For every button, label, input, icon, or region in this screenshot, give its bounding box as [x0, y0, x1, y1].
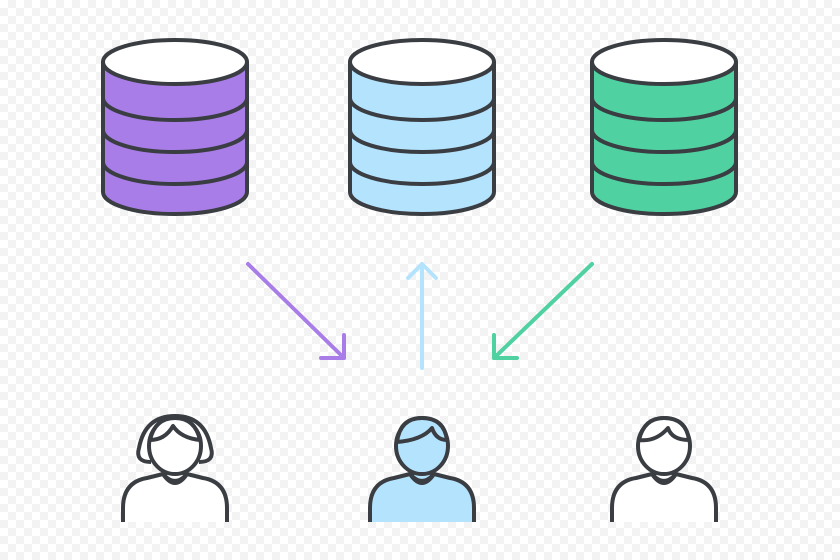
- user-right-avatar-icon: [610, 416, 718, 522]
- database-center-body: [348, 60, 496, 216]
- databases-group: [101, 38, 738, 216]
- arrow-left-down-shaft: [246, 262, 346, 360]
- database-left-body: [101, 60, 249, 216]
- database-center-icon: [348, 38, 496, 216]
- arrow-right-down-head: [492, 333, 519, 360]
- database-right-icon: [590, 38, 738, 216]
- database-left-band: [101, 96, 249, 122]
- user-right-hair: [637, 416, 691, 443]
- database-right-band: [590, 96, 738, 122]
- database-center-band: [348, 128, 496, 154]
- user-center-hair: [395, 416, 449, 444]
- database-left-band: [101, 160, 249, 186]
- database-center-band: [348, 96, 496, 122]
- arrows-group: [246, 262, 594, 370]
- database-center-top: [348, 38, 496, 86]
- arrow-left-down-head: [319, 333, 346, 360]
- user-left-avatar-icon: [121, 414, 229, 522]
- database-right-band: [590, 128, 738, 154]
- database-left-icon: [101, 38, 249, 216]
- arrow-right-down-shaft: [492, 262, 594, 360]
- database-right-band: [590, 160, 738, 186]
- users-group: [121, 414, 718, 522]
- database-center-band: [348, 160, 496, 186]
- arrow-center-up-icon: [406, 262, 438, 370]
- database-left-band: [101, 128, 249, 154]
- database-right-top: [590, 38, 738, 86]
- arrow-right-down-icon: [492, 262, 594, 360]
- user-center-avatar-icon: [368, 416, 476, 522]
- database-left-top: [101, 38, 249, 86]
- arrow-left-down-icon: [246, 262, 346, 360]
- arrow-center-up-head: [406, 262, 438, 280]
- user-left-hair: [148, 416, 202, 442]
- database-right-body: [590, 60, 738, 216]
